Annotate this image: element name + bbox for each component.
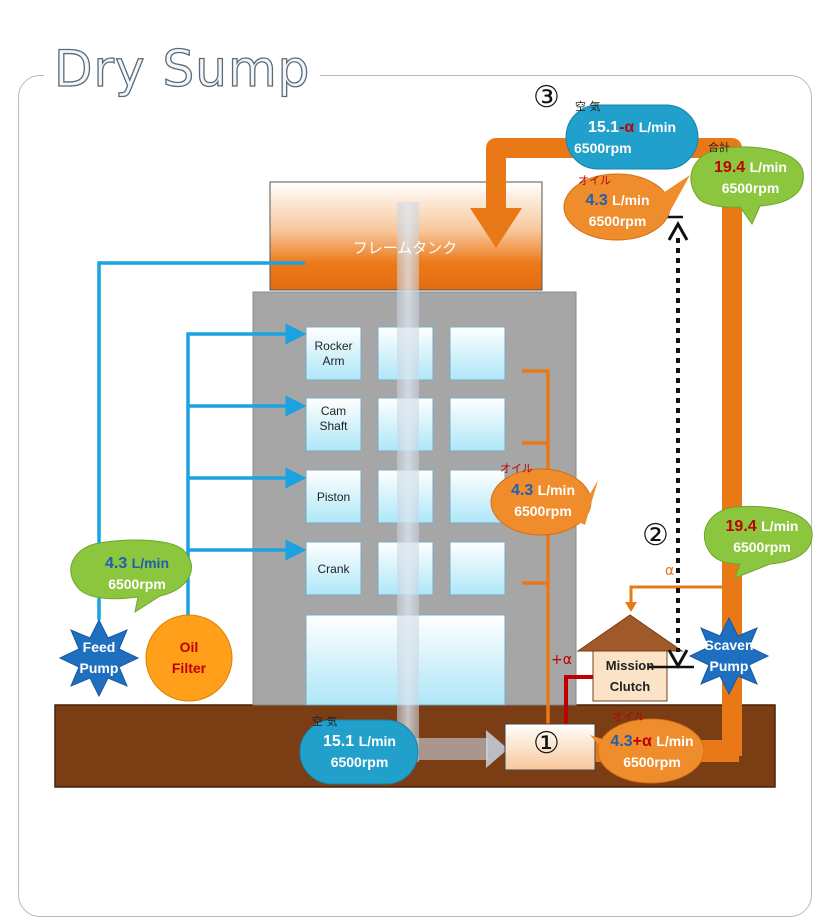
bubble-bottom-oil-unit: L/min (656, 733, 694, 749)
bubble-top-total-tag: 合計 (708, 141, 730, 154)
bubble-top-air-value: 15.1 (587, 119, 620, 136)
alpha-label: α (665, 563, 675, 579)
bubble-bottom-air-unit: L/min (358, 733, 396, 749)
bubble-top-oil-tag: オイル (578, 174, 611, 187)
bubble-bottom-oil-suffix: +α (632, 733, 652, 750)
level-arrow-down (667, 649, 689, 670)
bubble-right-total-value: 19.4 (725, 518, 757, 535)
alpha-arrow (625, 602, 637, 612)
bubble-top-air-rpm: 6500rpm (574, 140, 632, 156)
bubble-top-oil-value: 4.3 (585, 192, 608, 209)
scaven-pump-label: Scaven Pump (704, 637, 754, 674)
clutch-roof (576, 614, 684, 652)
bubble-top-total-shape (690, 146, 804, 226)
bubble-bottom-oil-value: 4.3 (610, 733, 633, 750)
bubble-right-total: 19.4 L/min 6500rpm (707, 516, 817, 557)
tank-label: フレームタンク (352, 239, 458, 257)
air-pipe-arrow (486, 730, 508, 768)
bubble-feed-value: 4.3 (104, 555, 128, 572)
bubble-bottom-air-value: 15.1 (323, 733, 355, 750)
marker-one: ① (533, 726, 560, 761)
bubble-right-total-shape (703, 505, 813, 579)
bubble-bottom-oil-tag: オイル (612, 710, 645, 723)
bubble-right-total-unit: L/min (761, 518, 799, 534)
air-pipe-horizontal (408, 738, 488, 760)
mission-clutch-label: Mission Clutch (605, 658, 655, 694)
bubble-top-air-unit: L/min (638, 119, 677, 135)
bubble-right-total-rpm: 6500rpm (733, 539, 791, 555)
bubble-bottom-oil-shape (597, 718, 705, 784)
bubble-top-oil-unit: L/min (612, 192, 650, 208)
window-label-rocker-arm: Rocker Arm (314, 339, 353, 368)
air-pipe-vertical (397, 202, 419, 762)
bubble-top-air-tag: 空 気 (575, 100, 601, 113)
bubble-top-air: 15.1-α L/min 6500rpm (566, 117, 698, 158)
mission-clutch-box (592, 650, 668, 702)
feed-pump-shape (58, 618, 140, 698)
oil-filter-label: Oil Filter (171, 639, 207, 676)
bubble-mid-oil-unit: L/min (537, 482, 576, 498)
diagram-frame (18, 75, 812, 917)
bubble-bottom-oil: 4.3+α L/min 6500rpm (600, 731, 704, 772)
bubble-feed-unit: L/min (131, 555, 170, 571)
bubble-top-oil: 4.3 L/min 6500rpm (570, 190, 665, 231)
marker-two: ② (642, 518, 669, 553)
scaven-pump-shape (688, 616, 770, 696)
diagram-title: Dry Sump (44, 39, 321, 99)
clutch-red-line (564, 675, 593, 730)
window-label-cam-shaft: Cam Shaft (319, 404, 348, 433)
bubble-top-air-suffix: -α (619, 119, 635, 136)
plus-alpha-label: +α (551, 652, 572, 668)
bubble-feed: 4.3 L/min 6500rpm (82, 553, 192, 594)
marker-three: ③ (533, 80, 560, 115)
bubble-top-air-shape (565, 104, 699, 170)
level-arrow-up (667, 220, 689, 241)
bubble-bottom-air-tag: 空 気 (312, 715, 338, 728)
bubble-top-total-value: 19.4 (714, 159, 746, 176)
bubble-feed-rpm: 6500rpm (108, 576, 166, 592)
bubble-mid-oil-tag: オイル (500, 462, 533, 475)
bubble-bottom-air: 15.1 L/min 6500rpm (302, 731, 417, 772)
bubble-bottom-air-shape (299, 719, 419, 785)
bubble-bottom-air-rpm: 6500rpm (330, 754, 389, 770)
scavenge-return-arrow (470, 208, 522, 248)
bubble-top-total: 19.4 L/min 6500rpm (693, 157, 808, 198)
bubble-top-total-unit: L/min (749, 159, 787, 175)
feed-lines (97, 261, 307, 620)
bubble-top-total-rpm: 6500rpm (721, 180, 780, 196)
bubble-mid-oil-rpm: 6500rpm (514, 503, 572, 519)
bubble-mid-oil-value: 4.3 (510, 482, 534, 499)
bubble-mid-oil: 4.3 L/min 6500rpm (493, 480, 593, 521)
bubble-feed-shape (70, 539, 192, 614)
window-label-crank: Crank (317, 562, 350, 576)
oil-filter-shape (145, 614, 233, 702)
bubble-top-oil-rpm: 6500rpm (588, 213, 647, 229)
sump-box (504, 723, 596, 771)
bubble-bottom-oil-rpm: 6500rpm (623, 754, 681, 770)
feed-pump-label: Feed Pump (79, 639, 119, 676)
alpha-line (629, 585, 730, 605)
window-label-piston: Piston (316, 490, 351, 504)
